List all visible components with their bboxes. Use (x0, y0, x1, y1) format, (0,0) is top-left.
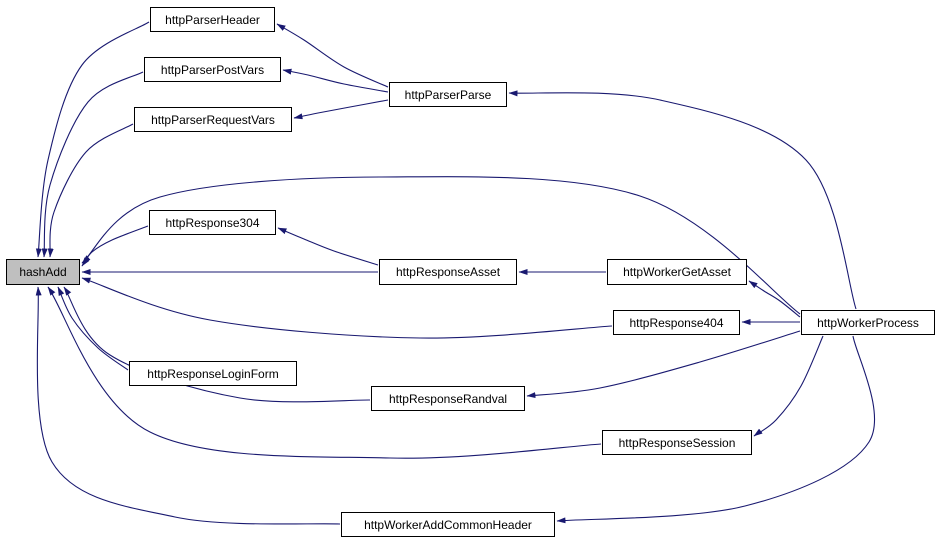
edge-httpParserParse--httpParserPostVars (282, 68, 389, 93)
edge-httpResponseSession--hashAdd (47, 286, 602, 459)
edge-httpParserParse--httpParserRequestVars (293, 99, 389, 120)
node-httpWorkerProcess[interactable]: httpWorkerProcess (801, 310, 935, 335)
edge-httpParserParse--httpParserHeader (276, 23, 389, 88)
edge-httpParserRequestVars--hashAdd (47, 123, 134, 258)
node-httpParserRequestVars[interactable]: httpParserRequestVars (134, 107, 292, 132)
edge-httpWorkerProcess--hashAdd (81, 176, 801, 315)
node-httpResponseSession[interactable]: httpResponseSession (602, 430, 752, 455)
edge-httpWorkerProcess--httpResponseSession (753, 335, 824, 437)
node-httpResponse304[interactable]: httpResponse304 (149, 210, 276, 235)
edge-httpWorkerProcess--httpParserParse (508, 90, 857, 310)
node-httpResponseRandval[interactable]: httpResponseRandval (371, 386, 525, 411)
node-httpParserPostVars[interactable]: httpParserPostVars (144, 57, 281, 82)
node-httpWorkerAddCommonHeader[interactable]: httpWorkerAddCommonHeader (341, 512, 555, 537)
node-hashAdd[interactable]: hashAdd (6, 259, 80, 285)
node-httpParserParse[interactable]: httpParserParse (389, 82, 507, 107)
node-httpResponse404[interactable]: httpResponse404 (613, 310, 740, 335)
edge-httpWorkerProcess--httpWorkerGetAsset (748, 280, 801, 318)
edge-httpResponse404--hashAdd (81, 277, 613, 339)
node-httpParserHeader[interactable]: httpParserHeader (150, 7, 275, 32)
edge-httpParserHeader--hashAdd (35, 21, 150, 258)
node-httpWorkerGetAsset[interactable]: httpWorkerGetAsset (607, 259, 747, 285)
edge-httpWorkerProcess--httpWorkerAddCommonHeader (556, 335, 875, 524)
edge-httpWorkerProcess--httpResponseRandval (526, 330, 801, 399)
edge-httpParserPostVars--hashAdd (41, 71, 144, 258)
node-httpResponseLoginForm[interactable]: httpResponseLoginForm (129, 361, 297, 386)
edge-httpResponseLoginForm--hashAdd (57, 286, 129, 371)
edge-httpResponseAsset--httpResponse304 (277, 227, 379, 266)
edge-httpResponse304--hashAdd (81, 225, 149, 267)
node-httpResponseAsset[interactable]: httpResponseAsset (379, 259, 517, 285)
edge-httpWorkerAddCommonHeader--hashAdd (35, 286, 341, 525)
